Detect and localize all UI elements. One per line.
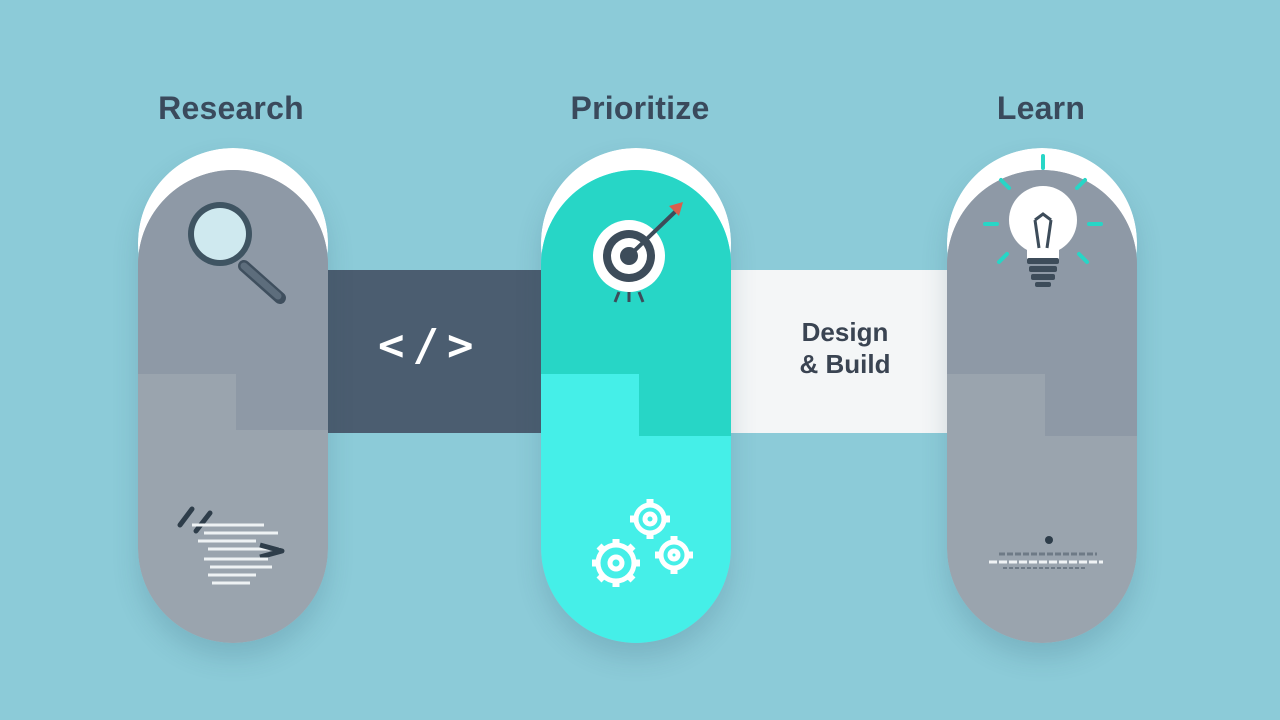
step-title-learn: Learn [996, 90, 1086, 126]
target-icon [593, 202, 683, 303]
connector-label-line1: Design [801, 317, 889, 347]
capsule-notch [1045, 374, 1137, 436]
connector-code: </> [320, 270, 560, 433]
connector-label-line2: & Build [799, 349, 891, 379]
gears-icon [592, 499, 693, 587]
step-title-prioritize: Prioritize [570, 90, 710, 126]
step-title-research: Research [158, 90, 304, 126]
capsule-notch [236, 374, 328, 430]
magnifier-icon [188, 202, 286, 304]
capsule-research [138, 148, 328, 643]
capsule-notch [639, 374, 731, 436]
text-lines-icon [177, 506, 285, 585]
capsule-prioritize [541, 148, 731, 643]
capsule-upper-segment [138, 170, 328, 374]
connector-design-build: Design & Build [720, 270, 960, 433]
lightbulb-icon [983, 154, 1103, 287]
code-icon: </> [378, 320, 482, 371]
capsule-learn [947, 148, 1137, 643]
text-lines-icon [989, 536, 1103, 569]
